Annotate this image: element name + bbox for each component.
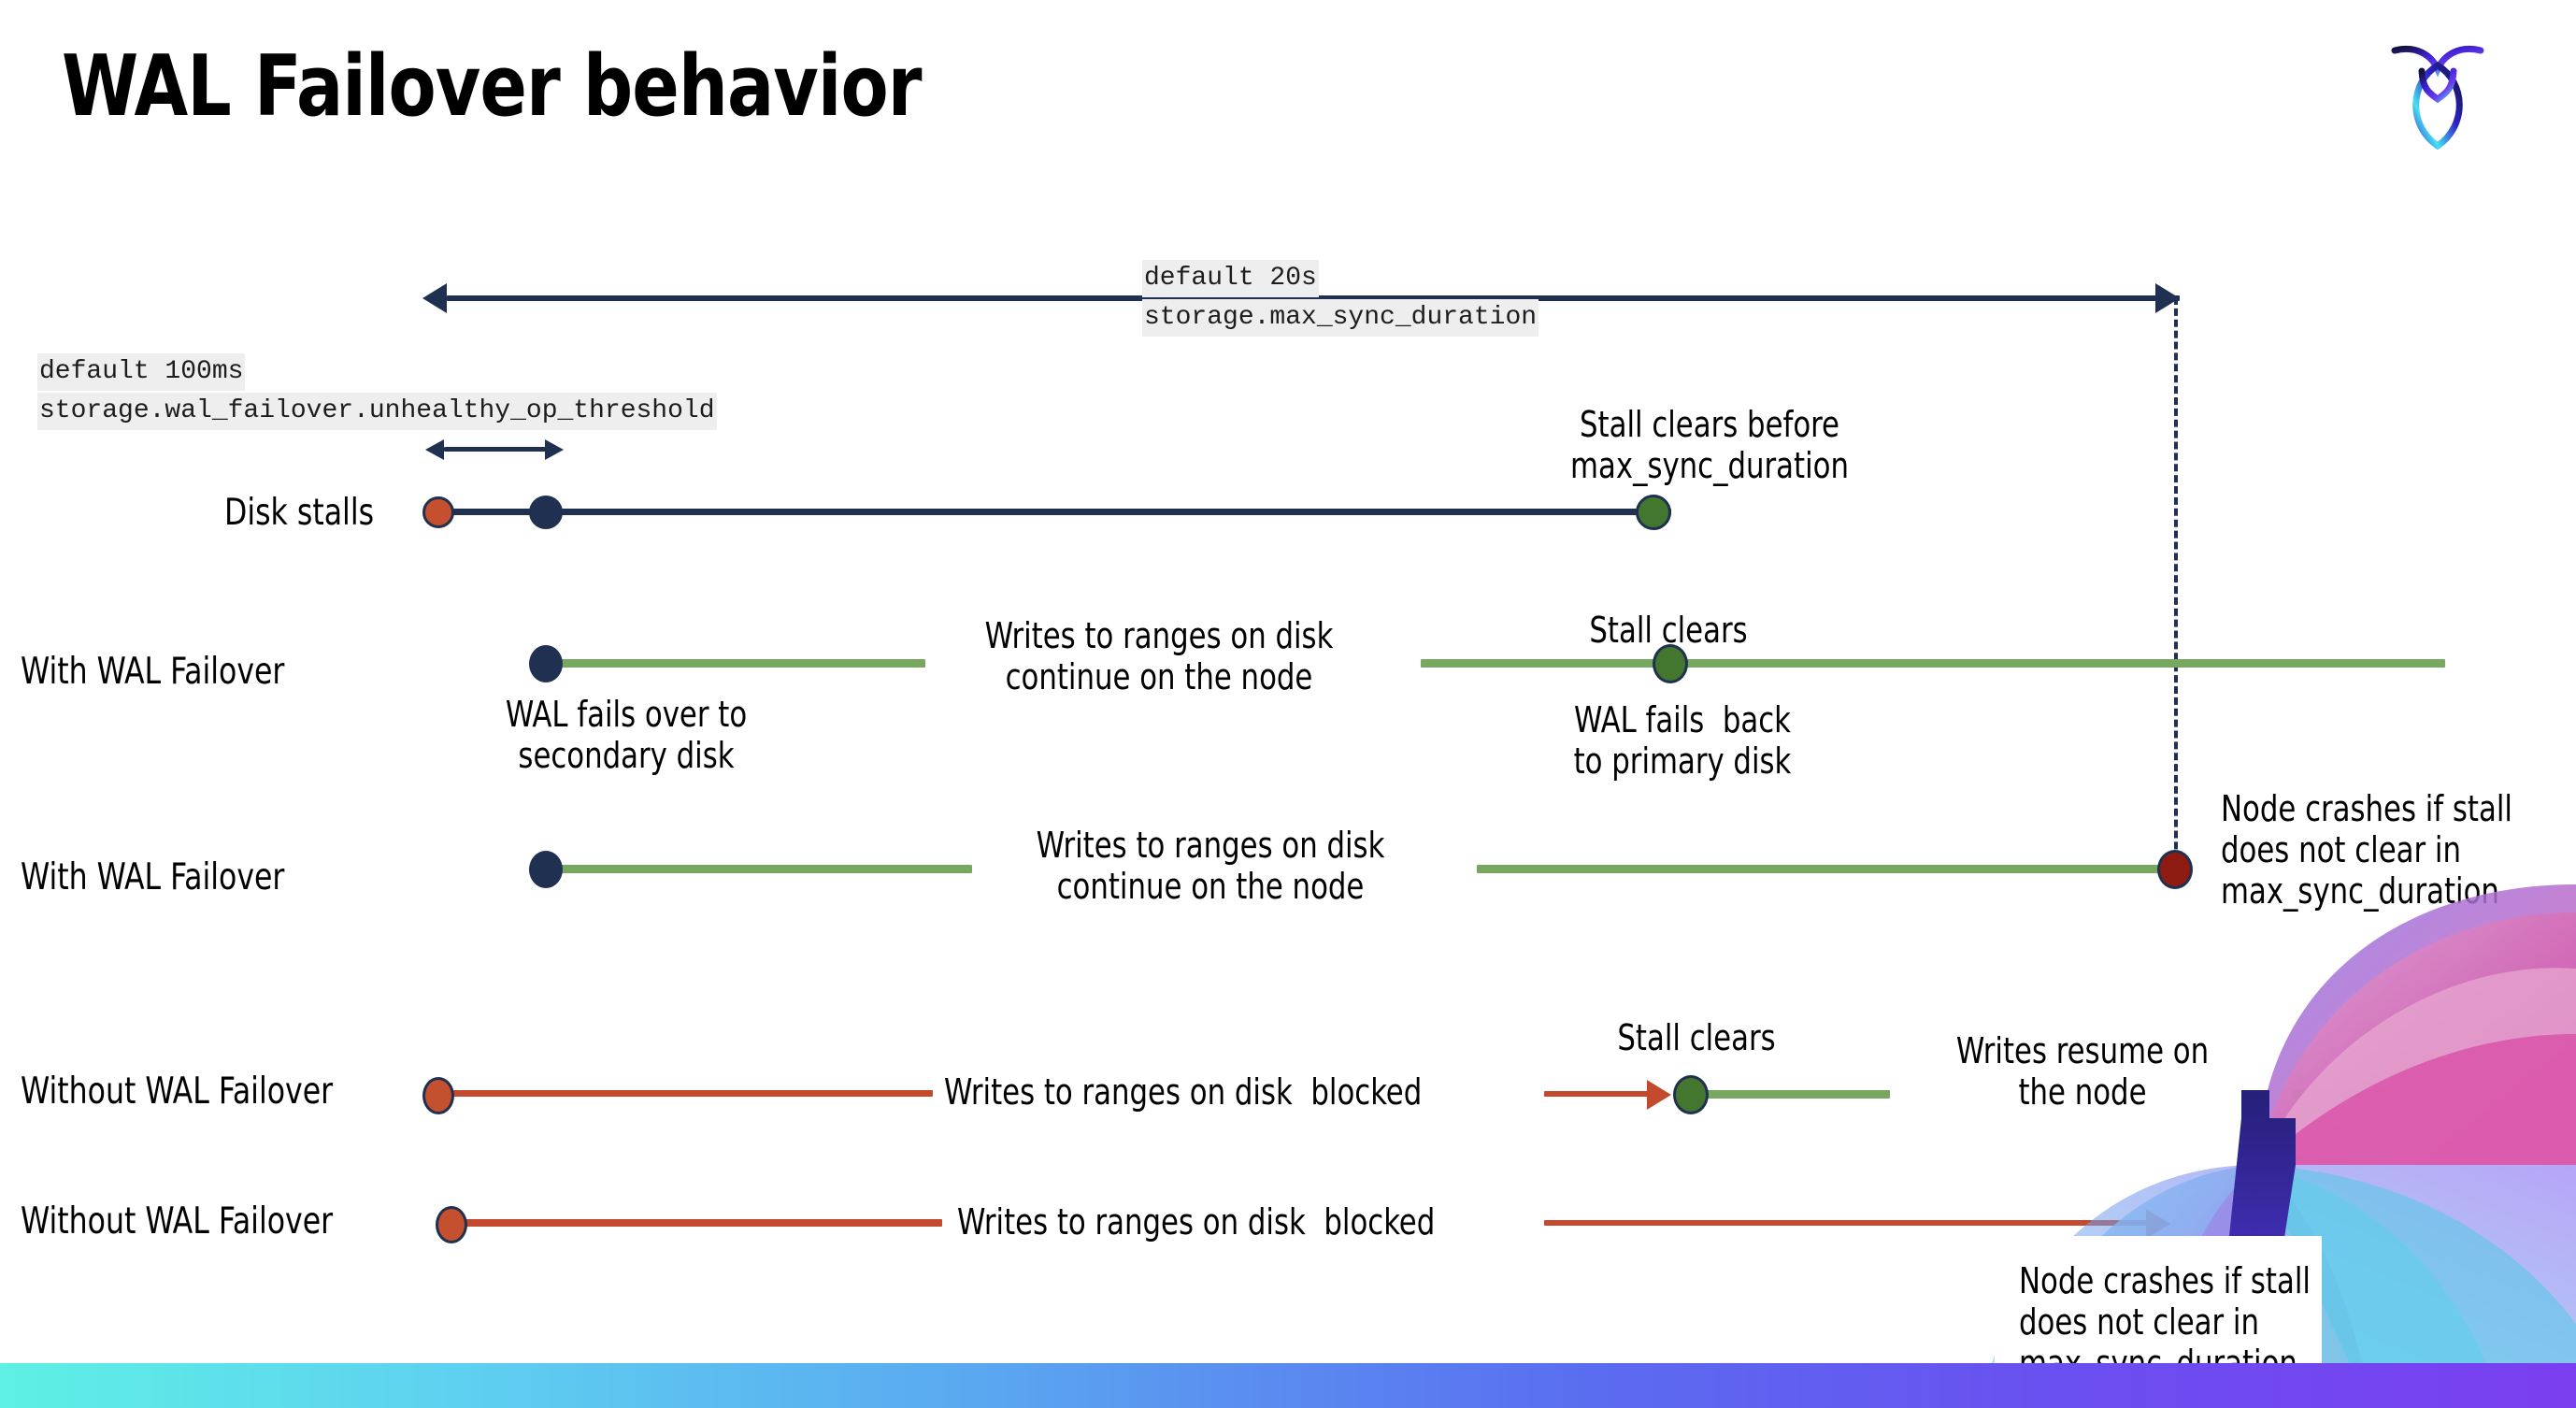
without-wal-1-stall-clears-dot — [1673, 1075, 1709, 1114]
max-sync-duration-arrow-line — [447, 295, 2180, 301]
with-wal-2-segment-a — [542, 865, 972, 873]
without-wal-1-blocked-b — [1544, 1091, 1649, 1097]
note-writes-continue-2: Writes to ranges on disk continue on the… — [1036, 825, 1385, 908]
without-wal-1-resume-b — [2292, 1090, 2453, 1099]
disk-stalls-timeline — [439, 509, 1671, 515]
unhealthy-threshold-setting-chip: storage.wal_failover.unhealthy_op_thresh… — [37, 393, 717, 430]
cockroachdb-logo — [2382, 28, 2494, 159]
with-wal-2-segment-b — [1477, 865, 2178, 873]
without-wal-1-blocked-a — [447, 1090, 933, 1097]
without-wal-2-crash-arrow-head — [2146, 1209, 2170, 1239]
note-stall-clears-1: Stall clears — [1589, 610, 1748, 651]
note-node-crashes-1: Node crashes if stall does not clear in … — [2221, 788, 2512, 912]
unhealthy-threshold-arrow-line — [444, 447, 547, 452]
note-wal-fails-back: WAL fails back to primary disk — [1573, 699, 1792, 783]
without-wal-2-blocked-b — [1544, 1220, 2163, 1226]
row-label-without-wal-failover-1: Without WAL Failover — [21, 1070, 334, 1113]
without-wal-1-resume-a — [1707, 1090, 1890, 1099]
with-wal-1-stall-clears-dot — [1653, 644, 1688, 683]
without-wal-2-stall-start-dot — [436, 1206, 467, 1243]
with-wal-1-segment-a — [542, 659, 925, 668]
unhealthy-threshold-default-chip: default 100ms — [37, 353, 246, 391]
row-label-with-wal-failover-2: With WAL Failover — [21, 856, 285, 898]
row-label-with-wal-failover-1: With WAL Failover — [21, 651, 285, 693]
with-wal-2-node-crash-dot — [2157, 850, 2193, 889]
without-wal-1-stall-arrow-head — [1647, 1080, 1671, 1110]
note-writes-blocked-1: Writes to ranges on disk blocked — [944, 1071, 1423, 1113]
disk-stall-clears-dot — [1636, 495, 1671, 530]
note-wal-fails-over: WAL fails over to secondary disk — [505, 694, 748, 777]
max-sync-dashed-guide — [2174, 297, 2178, 883]
note-writes-blocked-2: Writes to ranges on disk blocked — [957, 1201, 1436, 1243]
bottom-gradient-bar — [0, 1363, 2576, 1408]
with-wal-2-failover-dot — [529, 851, 563, 888]
max-sync-arrow-left-head — [422, 283, 447, 313]
note-stall-clears-before: Stall clears before max_sync_duration — [1570, 404, 1849, 487]
wal-failover-trigger-dot — [529, 496, 563, 529]
page-title: WAL Failover behavior — [62, 37, 923, 136]
max-sync-default-chip: default 20s — [1142, 260, 1319, 297]
row-label-disk-stalls: Disk stalls — [224, 492, 375, 534]
unhealthy-threshold-arrow-left-head — [425, 439, 444, 460]
without-wal-1-stall-start-dot — [422, 1077, 454, 1114]
unhealthy-threshold-arrow-right-head — [545, 439, 564, 460]
with-wal-1-segment-b — [1421, 659, 2445, 668]
note-stall-clears-2: Stall clears — [1617, 1017, 1776, 1058]
without-wal-2-blocked-a — [458, 1219, 942, 1227]
row-label-without-wal-failover-2: Without WAL Failover — [21, 1200, 334, 1243]
max-sync-setting-chip: storage.max_sync_duration — [1142, 299, 1539, 337]
note-writes-resume: Writes resume on the node — [1955, 1030, 2210, 1113]
disk-stall-start-dot — [422, 496, 454, 528]
with-wal-1-failover-dot — [529, 645, 563, 682]
note-writes-continue-1: Writes to ranges on disk continue on the… — [984, 615, 1334, 698]
